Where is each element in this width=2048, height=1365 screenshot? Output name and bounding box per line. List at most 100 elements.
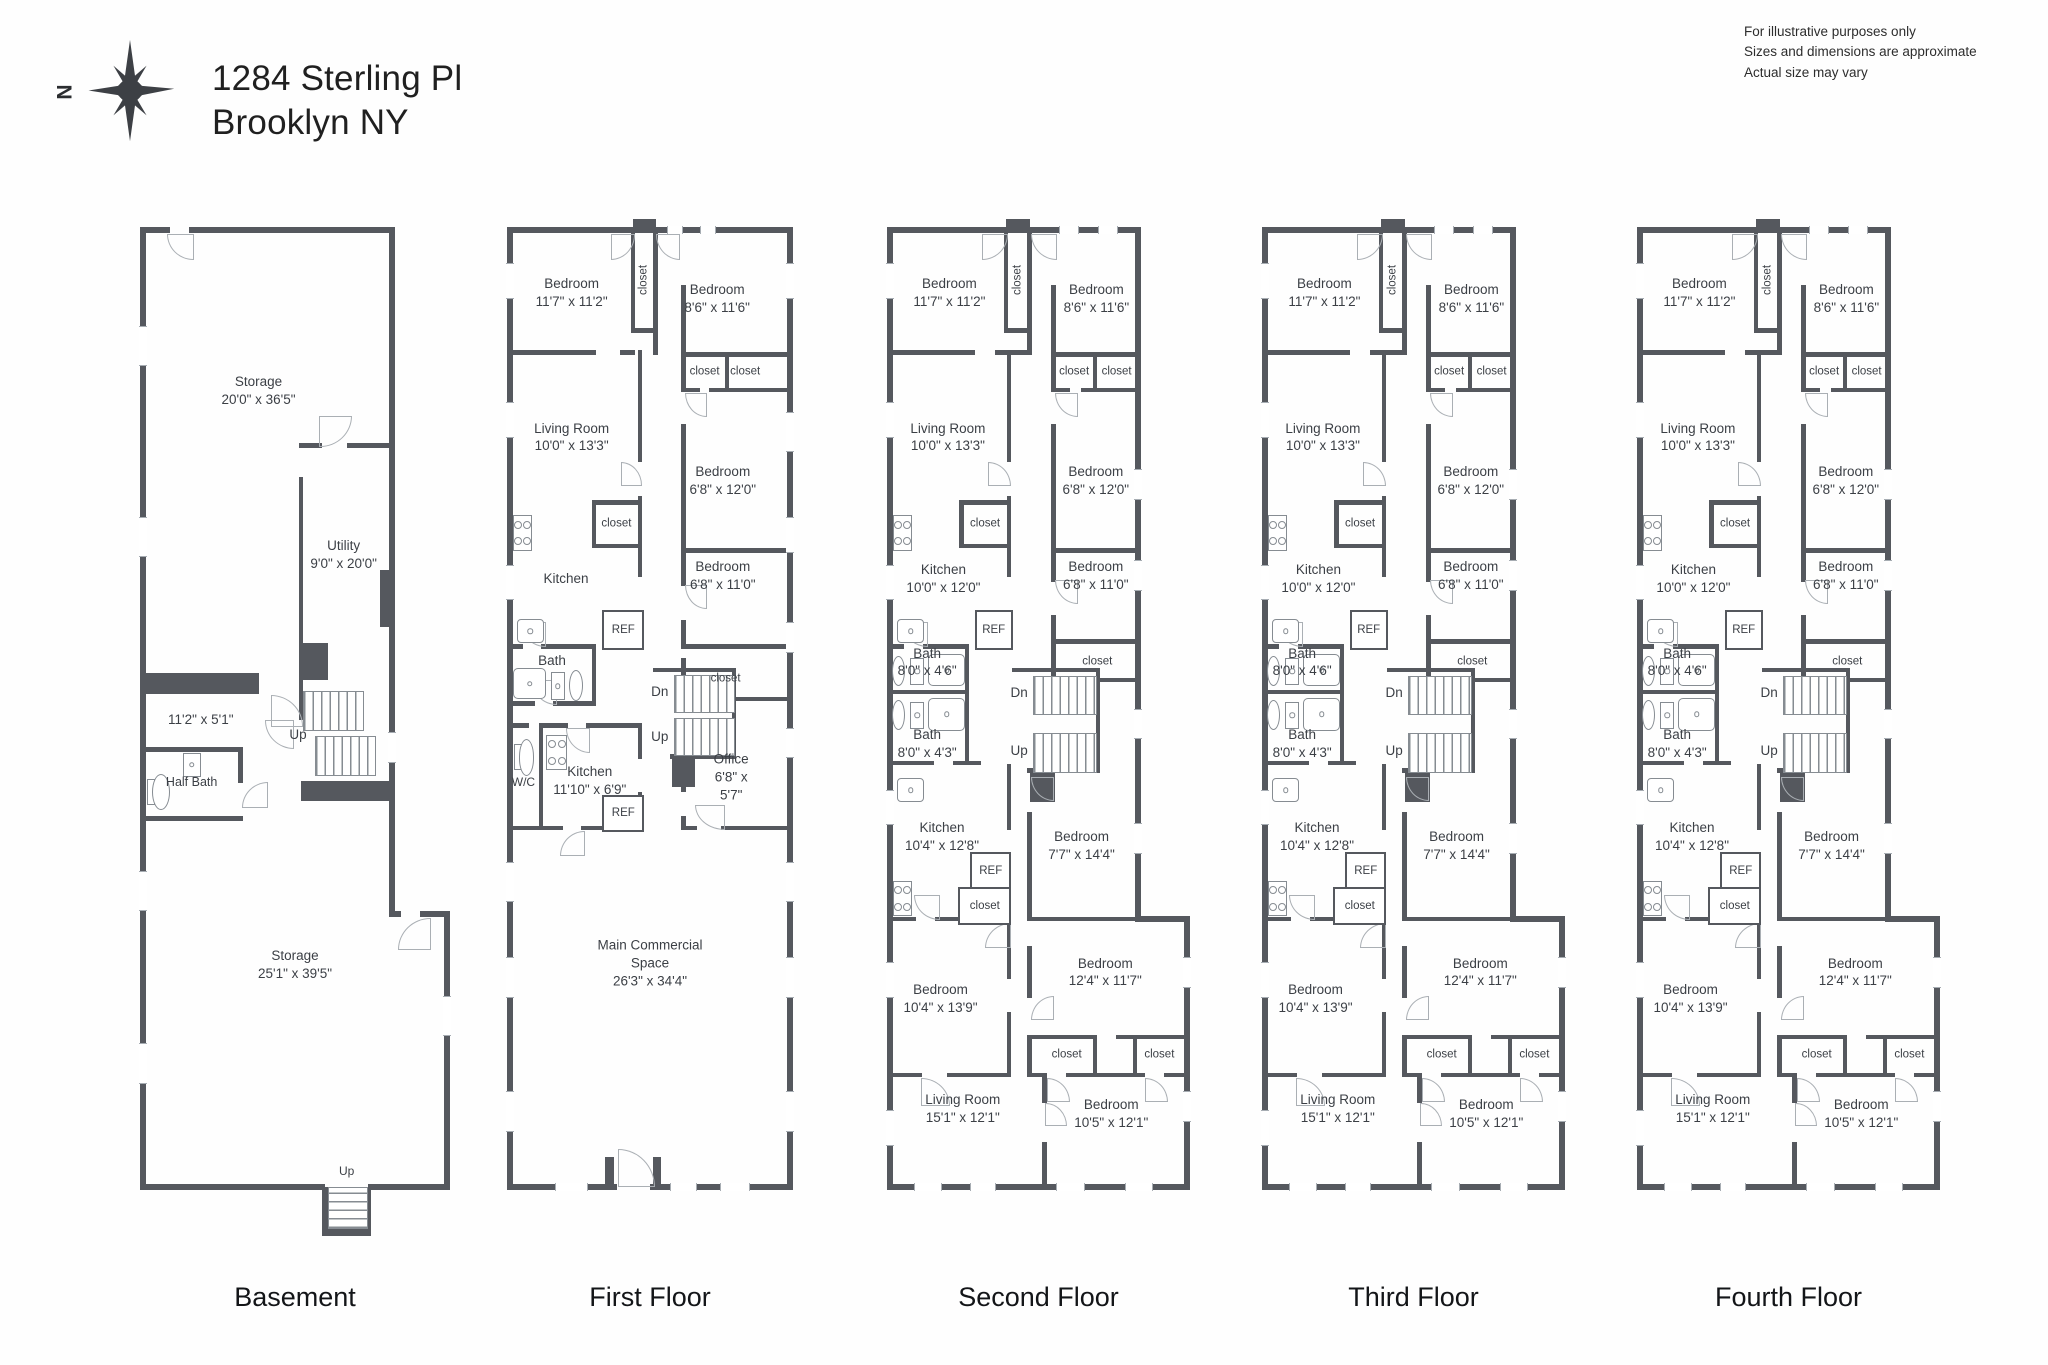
wall	[1426, 639, 1431, 683]
burner	[894, 886, 903, 895]
wall	[724, 352, 730, 393]
closet-box: closet	[1708, 886, 1762, 925]
room-label: Bedroom 6'8" x 12'0"	[1062, 463, 1130, 497]
wall	[1006, 495, 1012, 549]
room-label: closet	[710, 672, 741, 685]
wall	[1637, 916, 1666, 922]
wall	[1697, 1072, 1762, 1078]
dot	[1664, 712, 1670, 718]
wall	[507, 644, 524, 649]
room-label: closet	[1761, 264, 1774, 295]
closet-box: closet	[1333, 886, 1387, 925]
burner	[894, 902, 903, 911]
refrigerator-box: REF	[1720, 852, 1762, 891]
room-label: Bedroom 6'8" x 11'0"	[690, 559, 756, 593]
wall	[1003, 227, 1009, 333]
refrigerator-box: REF	[974, 609, 1013, 651]
wall	[140, 816, 243, 821]
window	[1558, 957, 1566, 989]
wall	[1262, 1184, 1565, 1190]
address-line: 1284 Sterling Pl	[212, 59, 463, 98]
oval-icon	[891, 655, 905, 687]
wall	[1538, 1072, 1565, 1078]
wall	[1012, 667, 1101, 673]
burner	[894, 537, 903, 546]
burner	[548, 756, 557, 765]
wall	[1884, 916, 1940, 923]
wall	[1744, 350, 1782, 355]
window	[1345, 1183, 1371, 1191]
dot	[1289, 668, 1295, 674]
wall	[1467, 352, 1473, 393]
wall	[368, 1184, 450, 1190]
wall	[953, 760, 982, 766]
door-arc	[1738, 461, 1761, 486]
dot	[1693, 667, 1700, 673]
window	[1883, 823, 1892, 855]
wall	[637, 350, 643, 462]
wall	[1777, 945, 1782, 998]
room-label: Up	[1385, 742, 1403, 758]
refrigerator-box: REF	[1349, 609, 1388, 651]
refrigerator-box: REF	[602, 609, 645, 651]
wall	[1092, 352, 1098, 393]
door-arc	[566, 727, 591, 753]
floor-caption-basement: Basement	[234, 1282, 356, 1312]
door-arc	[1735, 922, 1761, 948]
wall	[1134, 916, 1190, 923]
wall	[887, 350, 976, 355]
wall	[959, 500, 1012, 505]
wall	[1402, 916, 1516, 922]
wall	[887, 227, 893, 1190]
burner	[1652, 902, 1661, 911]
stove-icon	[546, 735, 568, 770]
wall	[1262, 916, 1291, 922]
burner	[557, 756, 566, 765]
wall	[681, 423, 686, 553]
wall	[887, 1072, 922, 1078]
room-label: Half Bath	[165, 774, 218, 789]
dot	[554, 683, 561, 689]
floor-caption-third: Third Floor	[1348, 1282, 1479, 1312]
room-label: closet	[1832, 655, 1863, 668]
wall-fill	[652, 1157, 662, 1187]
wall	[1792, 1072, 1797, 1104]
wall	[1792, 1141, 1797, 1190]
window	[1636, 564, 1644, 601]
dot	[188, 762, 195, 768]
room-label: Bedroom 8'6" x 11'6"	[684, 282, 750, 315]
dot	[943, 711, 950, 717]
wall	[1042, 1072, 1047, 1104]
window	[886, 263, 894, 299]
window	[786, 957, 794, 998]
refrigerator-box: REF	[1345, 852, 1387, 891]
room-label: 11'2" x 5'1"	[167, 712, 234, 728]
wall	[887, 689, 970, 695]
window	[700, 226, 717, 234]
wall	[630, 227, 636, 333]
wc-icon	[182, 752, 201, 778]
wall	[1756, 350, 1762, 462]
wall	[1467, 1034, 1473, 1078]
room-label: Kitchen 10'0" x 12'0"	[906, 562, 981, 596]
tub-icon	[1678, 653, 1716, 687]
disclaimer: For illustrative purposes only Sizes and…	[1744, 24, 1977, 80]
wall	[1334, 500, 1339, 549]
wall	[1756, 763, 1762, 831]
window	[1056, 1183, 1086, 1191]
oval-icon	[568, 670, 583, 701]
room-label: Living Room 10'0" x 13'3"	[1660, 420, 1736, 454]
window	[913, 1183, 943, 1191]
wall	[507, 227, 513, 1190]
window	[1508, 469, 1517, 500]
burner	[514, 537, 523, 546]
door-arc	[655, 233, 680, 260]
burner	[548, 740, 557, 749]
window	[1636, 789, 1644, 826]
wall	[507, 825, 563, 831]
stairs	[673, 718, 735, 757]
stove-icon	[892, 880, 913, 917]
window	[1508, 560, 1517, 591]
wall	[681, 816, 686, 831]
window	[786, 517, 794, 553]
